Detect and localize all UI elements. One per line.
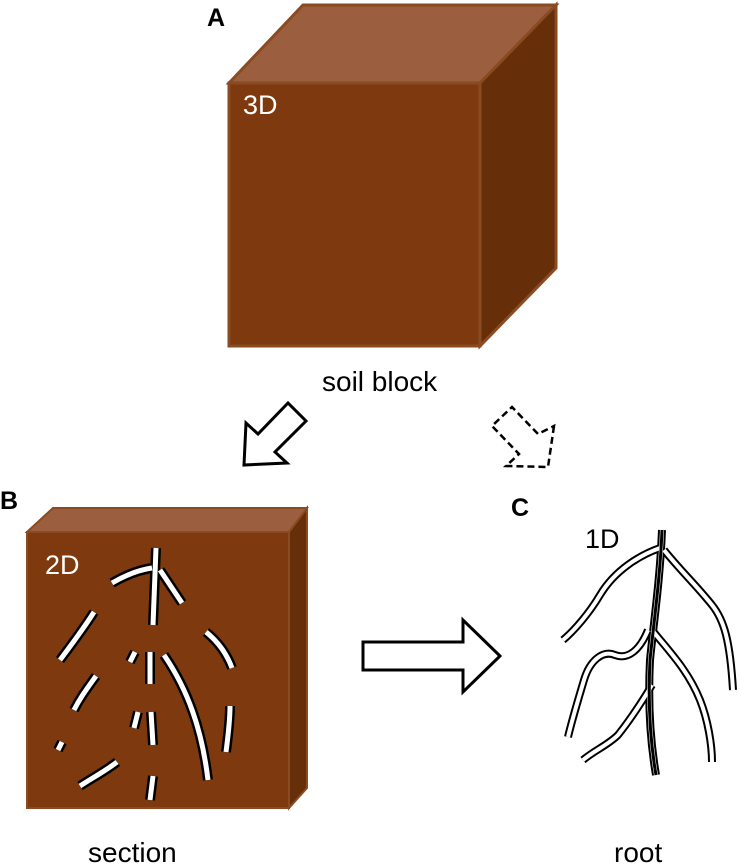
section-top-face [27, 508, 307, 532]
dimension-label-2d: 2D [45, 550, 80, 580]
panel-label-c: C [511, 494, 529, 522]
dimension-label-3d: 3D [243, 90, 278, 120]
soil-block-front-face [229, 83, 480, 346]
arrow-a-to-c [492, 407, 554, 467]
section-side-face [289, 508, 307, 808]
root-system-1d [563, 530, 733, 775]
arrow-b-to-c [363, 620, 500, 692]
arrow-a-to-b [244, 403, 306, 465]
caption-soil-block: soil block [322, 366, 438, 397]
caption-root: root [614, 837, 662, 865]
caption-section: section [88, 837, 177, 865]
dimension-label-1d: 1D [585, 524, 620, 554]
panel-label-b: B [0, 487, 18, 515]
soil-block-3d [229, 5, 556, 346]
panel-label-a: A [207, 4, 225, 32]
